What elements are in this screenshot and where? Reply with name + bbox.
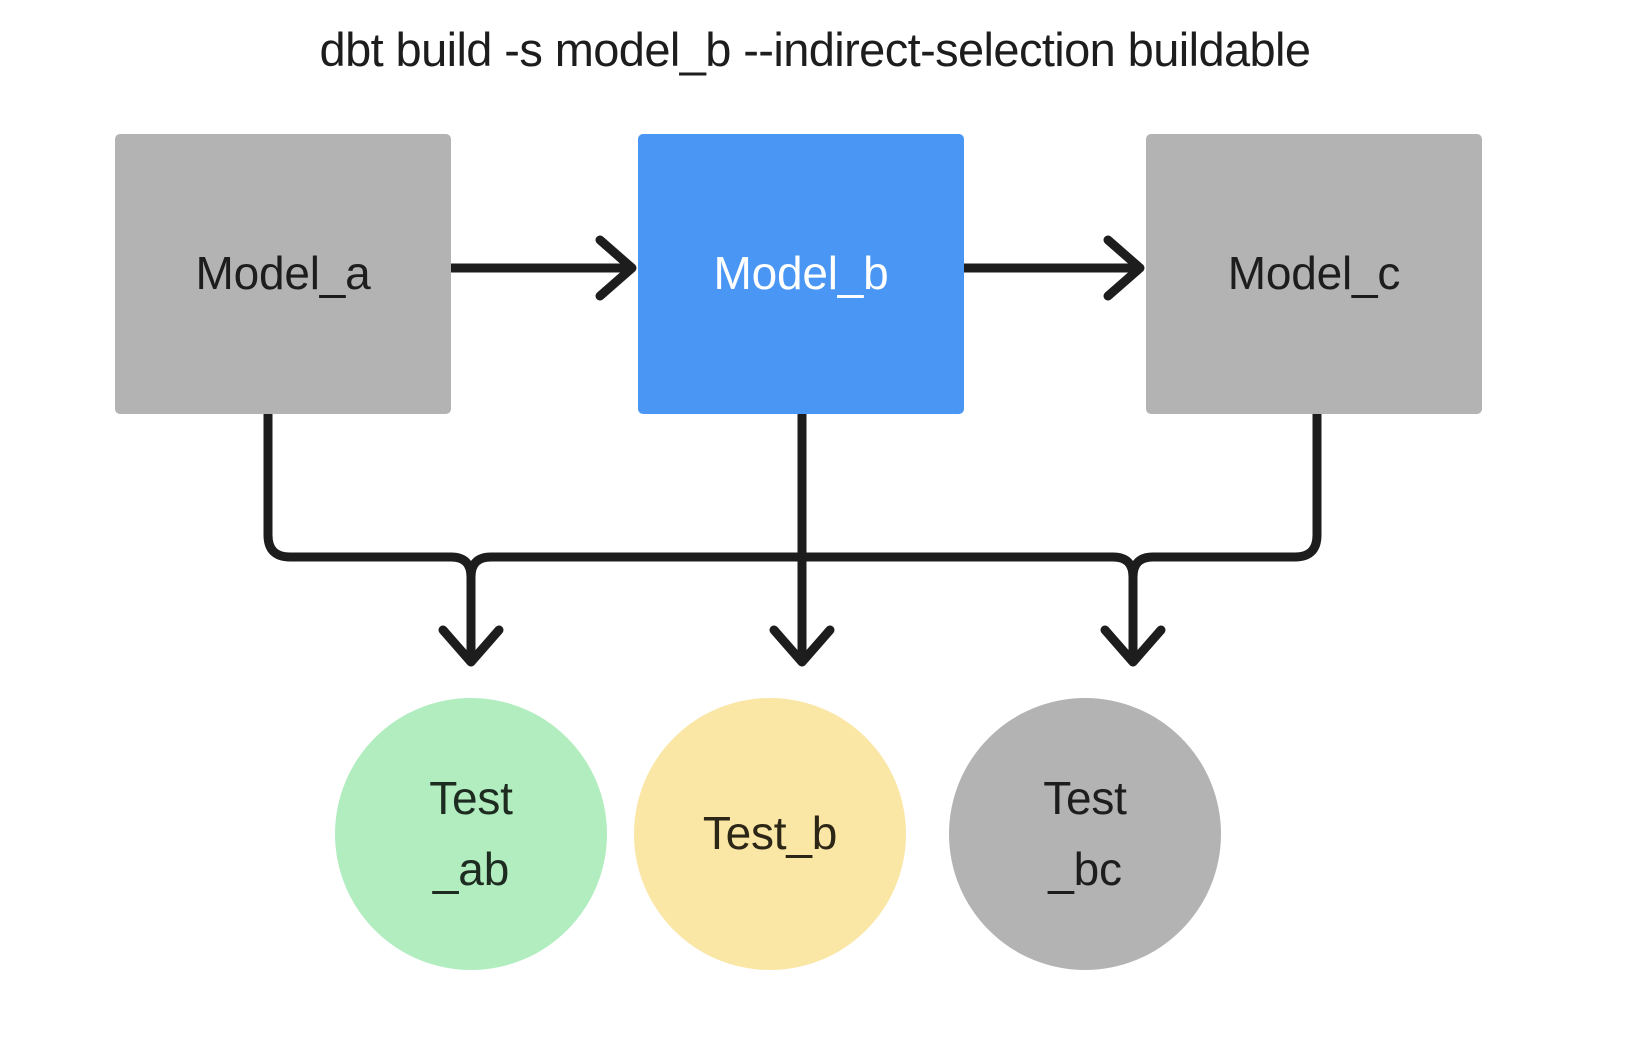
node-model-c[interactable] [1146,134,1482,414]
diagram-title: dbt build -s model_b --indirect-selectio… [319,23,1312,76]
node-test-b[interactable] [634,698,906,970]
edge-model-b-to-model-c [959,235,1145,301]
edge-model-c-to-test-bc [1128,409,1322,582]
node-test-ab[interactable] [335,698,607,970]
node-model-a[interactable] [115,134,451,414]
edge-model-a-to-test-ab [263,409,504,667]
edge-model-a-to-model-b [446,235,637,301]
edge-model-b-to-test-b [769,409,835,667]
edge-model-b-to-test-bc [797,552,1166,667]
node-test-bc[interactable] [949,698,1221,970]
edge-model-b-to-test-ab [466,552,807,582]
node-model-b[interactable] [638,134,964,414]
